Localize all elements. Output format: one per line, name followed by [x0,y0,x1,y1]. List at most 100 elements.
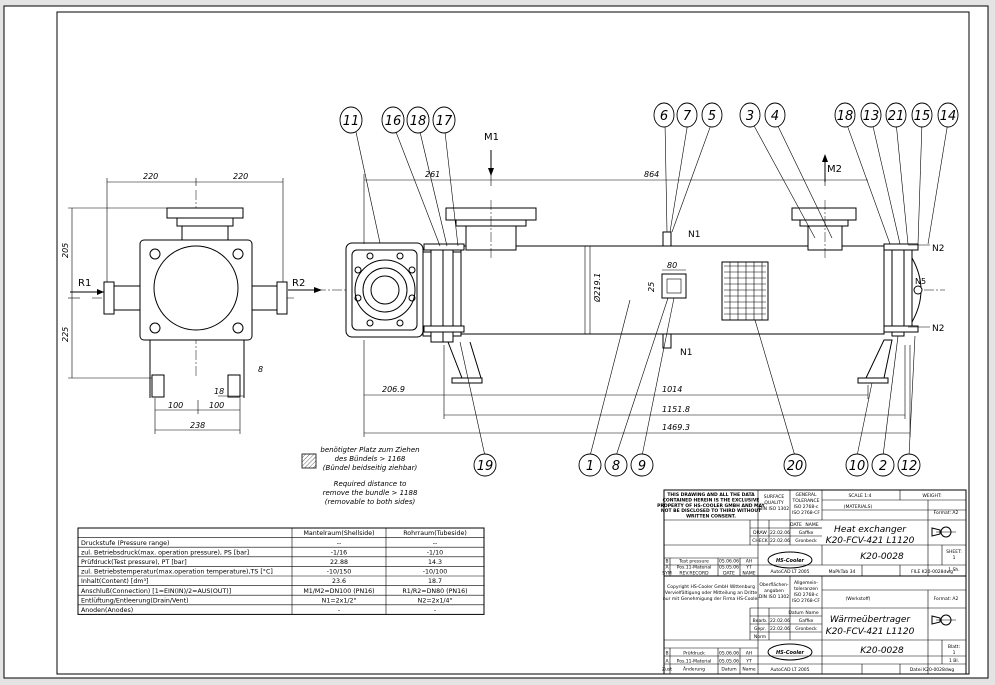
revision-header-cell: DATE [723,571,735,577]
name-header: NAME [805,522,818,528]
copyright-de-line: nur mit Genehmigung der Firma HS-Cooler [663,596,759,602]
gepr-label: Gepr. [754,626,766,632]
datei-de: Datei K20-0028dwg [910,667,955,673]
blatt-value: 1 [953,650,956,656]
dim-238: 238 [190,421,205,430]
revision-cell: A [665,565,669,571]
blatt-of: 1 Bl. [949,658,959,664]
balloon-1 [578,453,602,477]
label-r1: R1 [78,278,91,289]
balloon-5-label: 5 [708,109,716,124]
balloon-19-label: 19 [477,459,494,474]
balloon-6 [653,102,675,128]
spec-table-cell: -10/100 [423,569,447,576]
spec-table-header-cell: Mantelraum(Shellside) [303,530,374,537]
balloon-7-label: 7 [683,109,692,124]
spec-table-cell: N1=2x1/2" [322,597,357,604]
balloon-2-label: 2 [879,459,887,474]
dimension-labels: 220 220 205 225 100 100 18 238 8 261 864… [61,170,690,432]
copyright-de-line: Copyright HS-Cooler GmbH Wittenburg [667,584,755,590]
balloon-13-label: 13 [863,109,880,124]
revision-header-cell: SYM [662,571,672,577]
note-en-1: Required distance to [334,480,407,488]
balloon-20 [783,453,807,477]
dim-1014: 1014 [662,385,682,394]
leader-lines [355,121,949,457]
revision-cell: 05.05.06 [719,659,739,665]
spec-table-cell: 18.7 [428,578,442,585]
scale: SCALE 1:4 [848,493,871,499]
dim-18: 18 [214,387,224,396]
balloon-21-label: 21 [888,109,905,124]
balloon-4 [764,102,786,128]
spec-table-cell: M1/M2=DN100 (PN16) [303,588,374,595]
draw-label: DRAW [753,530,767,536]
revision-cell: B [665,651,668,657]
balloon-7 [676,102,698,128]
label-n1-top: N1 [688,230,700,240]
dim-8: 8 [258,365,263,374]
date-header: DATE [790,522,802,528]
drawing-number-en: K20-0028 [860,552,904,562]
spec-table-cell: N2=2x1/4" [418,597,453,604]
balloon-15-label: 15 [914,109,931,124]
revision-cell: 05.06.06 [719,651,739,657]
weight: WEIGHT: [922,493,941,499]
balloon-17-label: 17 [436,114,453,129]
drawing-number-de: K20-0028 [860,646,904,656]
balloon-9 [630,453,654,477]
note-de-1: benötigter Platz zum Ziehen [320,446,419,454]
title-en-2: K20-FCV-421 L1120 [826,536,915,546]
spec-table-cell: - [434,607,436,614]
title-de-2: K20-FCV-421 L1120 [826,627,915,637]
dim-80: 80 [667,261,677,270]
surface-de-2: angaben [764,588,784,594]
balloon-18-right [834,102,856,128]
dim-220-right: 220 [233,172,248,181]
title-en-1: Heat exchanger [834,525,907,535]
side-view [288,150,945,437]
spec-table-cell: 22.88 [330,559,348,566]
surface-quality-3: DIN ISO 1302 [759,506,789,512]
spec-table-cell: Inhalt(Content) [dm³] [81,578,148,585]
draw-name: Gaffke [799,530,814,536]
note-de-3: (Bündel beidseitig ziehbar) [323,464,418,472]
balloons: 11 16 18 17 6 7 5 3 4 18 13 21 15 14 19 … [339,102,959,477]
end-view [68,178,295,434]
balloon-18-right-label: 18 [837,109,854,124]
balloon-13 [860,102,882,128]
dim-864: 864 [644,170,659,179]
blatt-label: Blatt: [948,644,960,650]
acad-en: AutoCAD LT 2005 [770,569,809,575]
check-date: 22.02.06 [770,538,790,544]
draw-date: 22.02.06 [770,530,790,536]
balloon-21 [885,102,907,128]
balloon-15 [911,102,933,128]
revision-cell: B [665,559,668,565]
revision-header-cell: NAME [742,571,755,577]
surface-quality-1: SURFACE [764,494,785,500]
label-m2: M2 [827,164,842,175]
revision-cell: Pos.11-Material [677,659,712,665]
copyright-line: NOT BE DISCLOSED TO THIRD WITHOUT [661,508,762,514]
balloon-6-label: 6 [660,109,668,124]
spec-table-cell: zul. Betriebstemperatur(max.operation te… [81,568,273,576]
revision-header-cell: Zust [662,667,672,673]
copyright-line: THIS DRAWING AND ALL THE DATA [667,492,755,498]
balloon-3-label: 3 [746,109,754,124]
surface-quality-2: QUALITY [764,500,783,506]
revision-cell: Test pressure [678,559,709,565]
revision-header-cell: REV.RECORD [679,571,709,577]
balloon-2 [871,453,895,477]
balloon-18-left-label: 18 [410,114,427,129]
tol-de-1: Allgemein- [794,580,818,586]
tol-de-3: ISO 2768-c [794,592,819,598]
label-n1-bottom: N1 [680,348,692,358]
spec-table-cell: 23.6 [332,578,346,585]
spec-table: Mantelraum(Shellside) Rohrraum(Tubeside) D… [77,527,485,615]
bearb-label: Bearb. [753,618,768,624]
spec-table-header-cell: Rohrraum(Tubeside) [403,530,467,537]
spec-table-cell: Druckstufe (Pressure range) [81,540,169,547]
note-de-2: des Bündels > 1168 [335,455,406,463]
